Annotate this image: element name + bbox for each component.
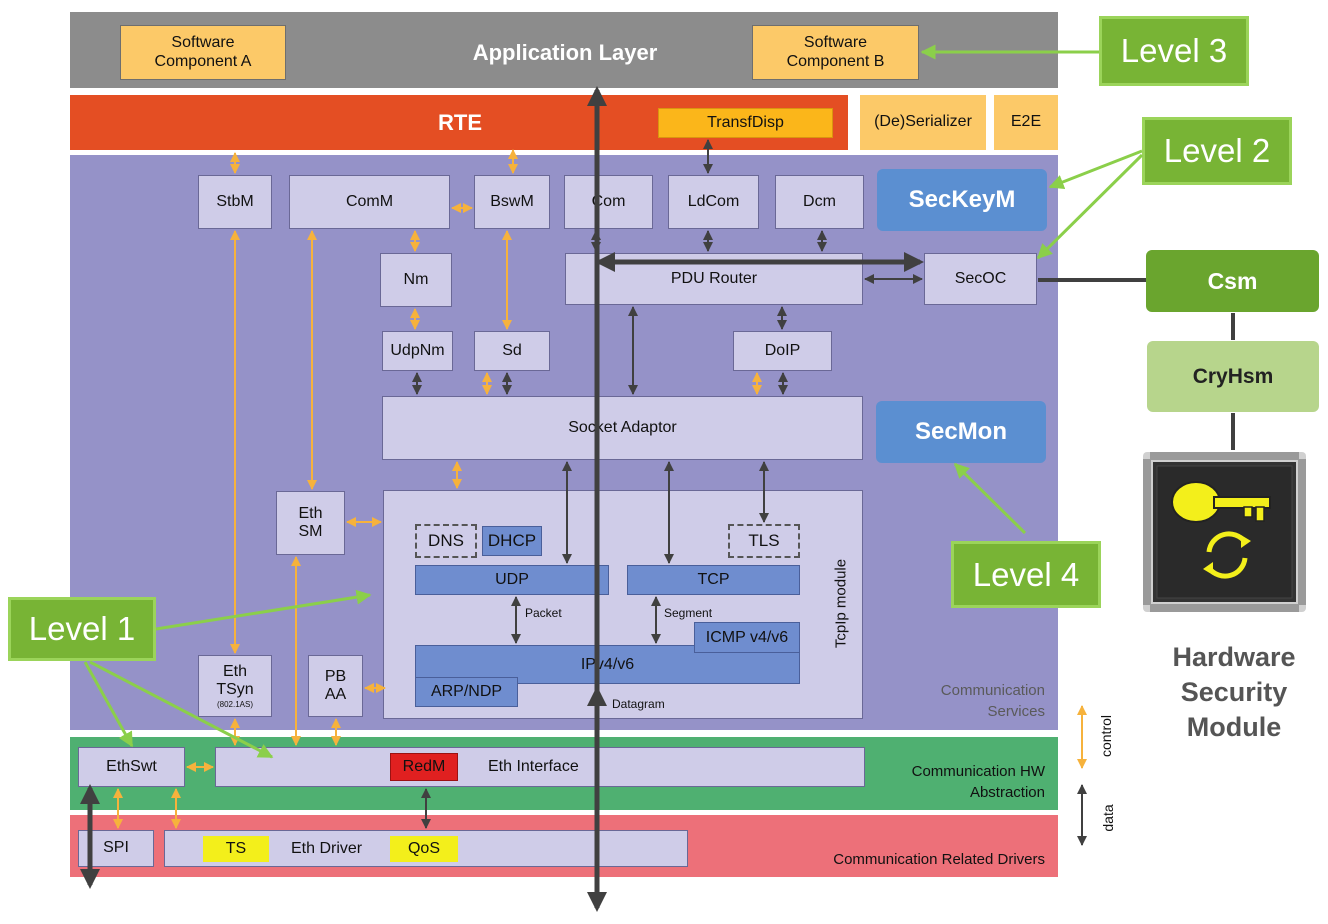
ldcom-module: LdCom — [668, 175, 759, 229]
ethswt-module: EthSwt — [78, 747, 185, 787]
ethtsyn-label: Eth TSyn — [216, 663, 254, 699]
ts-box: TS — [203, 836, 269, 862]
hsm-chip-icon — [1143, 452, 1306, 612]
comm-module: ComM — [289, 175, 450, 229]
qos-box: QoS — [390, 836, 458, 862]
level-3-box: Level 3 — [1099, 16, 1249, 86]
application-layer-title: Application Layer — [472, 40, 658, 65]
packet-label: Packet — [525, 606, 562, 620]
redm-box: RedM — [390, 753, 458, 781]
bswm-module: BswM — [474, 175, 550, 229]
nm-module: Nm — [380, 253, 452, 307]
stbm-module: StbM — [198, 175, 272, 229]
communication-services-label: Communication Services — [940, 682, 1045, 720]
csm-box: Csm — [1146, 250, 1319, 312]
icmp-box: ICMP v4/v6 — [694, 622, 800, 653]
datagram-label: Datagram — [612, 697, 665, 711]
legend-data-label: data — [1100, 804, 1116, 832]
com-module: Com — [564, 175, 653, 229]
dhcp-box: DHCP — [482, 526, 542, 556]
communication-hw-abstraction-label: Communication HW Abstraction — [911, 763, 1045, 801]
eth-driver-label: Eth Driver — [291, 840, 363, 857]
spi-module: SPI — [78, 830, 154, 867]
ethtsyn-module: Eth TSyn (802.1AS) — [198, 655, 272, 717]
transfdisp-box: TransfDisp — [658, 108, 833, 138]
legend-control-label: control — [1098, 714, 1114, 758]
level-4-box: Level 4 — [951, 541, 1101, 608]
pdu-router-module: PDU Router — [565, 253, 863, 305]
level-2-box: Level 2 — [1142, 117, 1292, 185]
socket-adaptor-module: Socket Adaptor — [382, 396, 863, 460]
eth-interface-label: Eth Interface — [488, 758, 579, 775]
communication-drivers-label: Communication Related Drivers — [833, 851, 1045, 868]
udpnm-module: UdpNm — [382, 331, 453, 371]
udp-box: UDP — [415, 565, 609, 595]
dcm-module: Dcm — [775, 175, 864, 229]
e2e-box: E2E — [994, 95, 1058, 150]
tls-box: TLS — [728, 524, 800, 558]
dns-box: DNS — [415, 524, 477, 558]
sd-module: Sd — [474, 331, 550, 371]
secoc-module: SecOC — [924, 253, 1037, 305]
seckeym-box: SecKeyM — [877, 169, 1047, 231]
pbaa-module: PB AA — [308, 655, 363, 717]
software-component-a: Software Component A — [120, 25, 286, 80]
secmon-box: SecMon — [876, 401, 1046, 463]
deserializer-box: (De)Serializer — [860, 95, 986, 150]
rte-title: RTE — [438, 110, 482, 135]
cryhsm-box: CryHsm — [1147, 341, 1319, 412]
eth-interface-module — [215, 747, 865, 787]
ethtsyn-sublabel: (802.1AS) — [216, 699, 254, 709]
segment-label: Segment — [664, 606, 713, 620]
tcp-box: TCP — [627, 565, 800, 595]
ethsm-module: Eth SM — [276, 491, 345, 555]
tcpip-module-label: TcpIp module — [832, 558, 850, 649]
level-1-box: Level 1 — [8, 597, 156, 661]
doip-module: DoIP — [733, 331, 832, 371]
software-component-b: Software Component B — [752, 25, 919, 80]
arp-ndp-box: ARP/NDP — [415, 677, 518, 707]
hsm-label: Hardware Security Module — [1172, 642, 1296, 743]
